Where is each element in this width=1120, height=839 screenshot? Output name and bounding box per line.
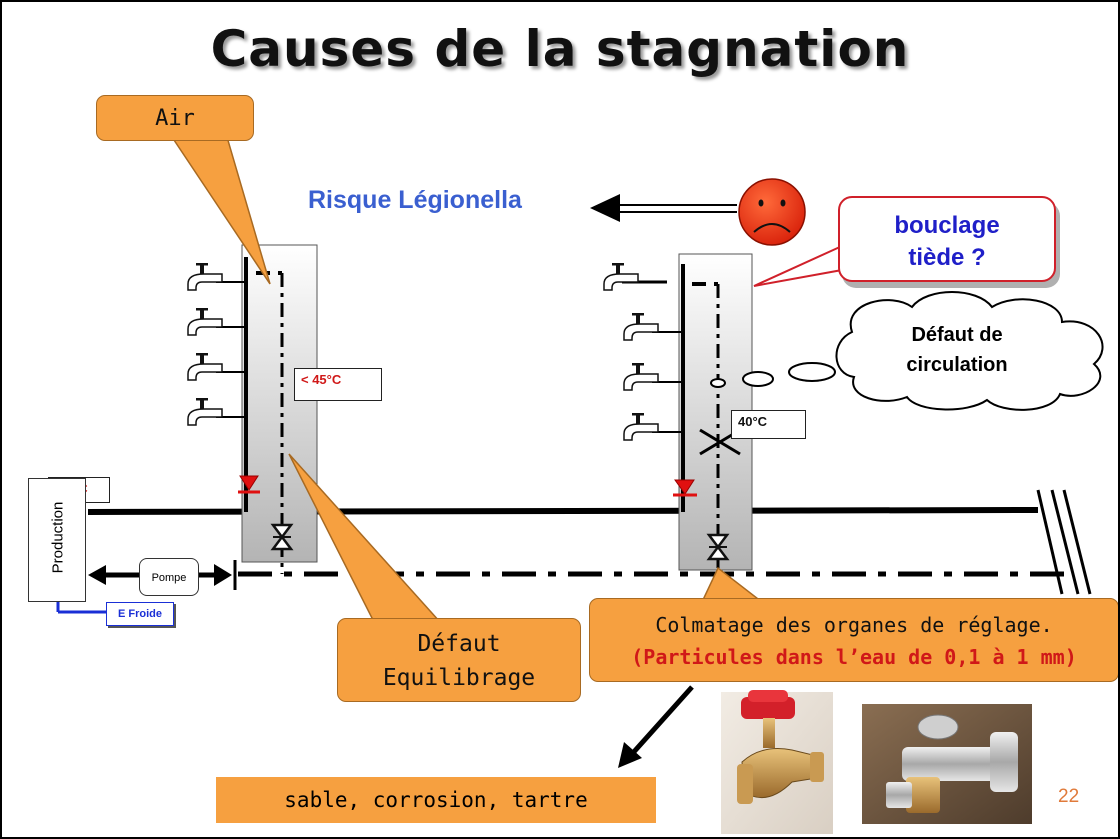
bouclage-line-1: bouclage — [894, 212, 1000, 239]
tap-icon — [603, 262, 639, 291]
air-callout: Air — [96, 95, 254, 141]
bouclage-line-2: tiède ? — [908, 244, 986, 271]
defaut-circulation-line-2: circulation — [906, 354, 1008, 376]
page-number: 22 — [1058, 786, 1080, 807]
valve-icon — [707, 533, 729, 561]
supply-pipe — [87, 507, 1039, 515]
colmatage-line-1: Colmatage des organes de réglage. — [655, 613, 1053, 637]
valve-photo-2 — [862, 704, 1032, 824]
valve-icon — [271, 523, 293, 551]
slide-title: Causes de la stagnation — [210, 20, 910, 78]
defaut-circulation-line-1: Défaut de — [911, 324, 1003, 346]
colmatage-callout: Colmatage des organes de réglage. (Parti… — [589, 598, 1118, 682]
sad-face-icon — [738, 178, 806, 246]
cold-water-box: E Froide — [106, 602, 174, 626]
riser-2-temperature: 40°C — [731, 410, 806, 439]
pump-box: Pompe — [139, 558, 199, 596]
pump-label: Pompe — [151, 572, 187, 584]
tap-icon — [187, 307, 246, 336]
sable-callout: sable, corrosion, tartre — [216, 777, 656, 823]
defaut-circulation-text: Défaut de circulation — [882, 320, 1032, 380]
tap-icon — [623, 412, 683, 441]
tap-icon — [187, 397, 246, 426]
sable-text: sable, corrosion, tartre — [284, 788, 588, 812]
production-unit: Production — [28, 478, 86, 602]
risk-label: Risque Légionella — [308, 186, 522, 214]
tap-icon — [623, 362, 683, 391]
bouclage-callout: bouclage tiède ? — [838, 196, 1056, 282]
valve-photo-1 — [721, 690, 833, 834]
defaut-equilibrage-line-2: Equilibrage — [382, 665, 536, 691]
thought-cloud — [835, 291, 1104, 411]
cold-water-label: E Froide — [117, 608, 162, 620]
production-label: Production — [49, 501, 67, 574]
air-callout-text: Air — [155, 106, 195, 131]
colmatage-line-2: (Particules dans l’eau de 0,1 à 1 mm) — [631, 645, 1077, 669]
riser-1 — [241, 244, 318, 563]
defaut-equilibrage-callout: Défaut Equilibrage — [337, 618, 581, 702]
tap-icon — [623, 312, 683, 341]
tap-icon — [187, 262, 246, 291]
check-valve-icon — [238, 475, 260, 494]
tap-icon — [187, 352, 246, 381]
defaut-equilibrage-line-1: Défaut — [417, 631, 501, 657]
riser-1-temperature: < 45°C — [294, 368, 382, 401]
check-valve-icon — [673, 479, 697, 497]
